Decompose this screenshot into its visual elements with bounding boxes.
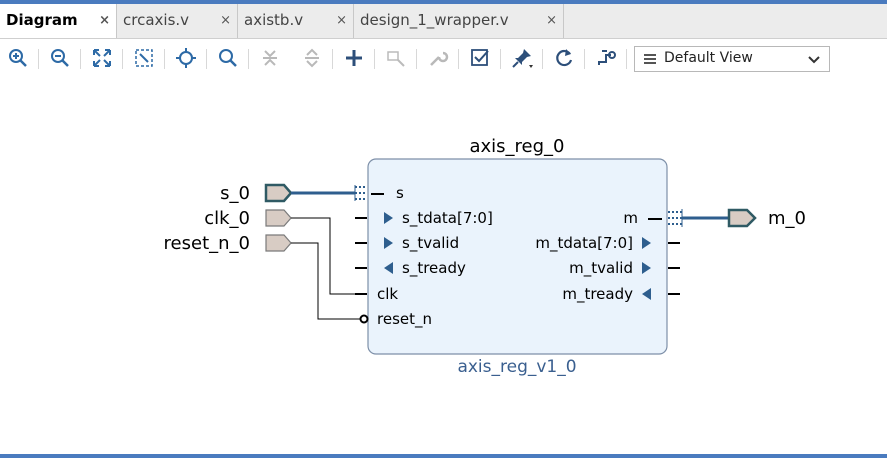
toolbar-separator: [164, 49, 165, 69]
pin-label-s-tdata: s_tdata[7:0]: [402, 209, 493, 228]
window-top-border: [0, 0, 887, 4]
toolbar-separator: [416, 49, 417, 69]
output-arrow-icon: [642, 262, 651, 274]
toolbar-separator: [332, 49, 333, 69]
external-port-m-0[interactable]: [727, 208, 757, 228]
toolbar-separator: [542, 49, 543, 69]
port-label-reset-n-0: reset_n_0: [164, 233, 250, 254]
tab-label: axistb.v: [244, 11, 304, 29]
active-low-bubble: [359, 314, 369, 324]
pin-label-reset-n: reset_n: [377, 310, 432, 329]
close-icon[interactable]: ×: [99, 13, 110, 28]
tab-label: Diagram: [6, 11, 78, 29]
chevron-down-icon: [808, 56, 820, 64]
external-port-s-0[interactable]: [264, 183, 293, 203]
search-icon[interactable]: [216, 46, 240, 70]
bus-interface-connector-m[interactable]: [668, 209, 683, 227]
make-external-icon: [384, 46, 408, 70]
toolbar-separator: [122, 49, 123, 69]
collapse-icon: [258, 46, 282, 70]
toolbar-separator: [80, 49, 81, 69]
pin-label-m: m: [623, 209, 638, 227]
tab-label: crcaxis.v: [123, 11, 190, 29]
port-label-m-0: m_0: [768, 208, 806, 229]
view-select[interactable]: Default View: [634, 46, 830, 72]
optimize-routing-icon[interactable]: [594, 46, 618, 70]
tab-design-1-wrapper[interactable]: design_1_wrapper.v ×: [354, 4, 564, 38]
toolbar-separator: [374, 49, 375, 69]
port-label-s-0: s_0: [220, 183, 250, 204]
tab-label: design_1_wrapper.v: [360, 11, 509, 29]
tab-axistb[interactable]: axistb.v ×: [238, 4, 354, 38]
port-label-clk-0: clk_0: [204, 208, 250, 229]
pin-label-m-tvalid: m_tvalid: [569, 259, 633, 278]
close-icon[interactable]: ×: [546, 13, 557, 28]
toolbar-separator: [584, 49, 585, 69]
block-type-label: axis_reg_v1_0: [457, 357, 576, 377]
close-icon[interactable]: ×: [220, 13, 231, 28]
zoom-fit-icon[interactable]: [90, 46, 114, 70]
editor-tab-bar: Diagram × crcaxis.v × axistb.v × design_…: [0, 4, 887, 39]
toolbar-separator: [248, 49, 249, 69]
fit-selection-icon[interactable]: [132, 46, 156, 70]
wire-clk[interactable]: [291, 217, 367, 295]
pin-label-s-tready: s_tready: [402, 259, 466, 278]
auto-connect-icon[interactable]: [174, 46, 198, 70]
toolbar-separator: [38, 49, 39, 69]
bus-interface-connector-s[interactable]: [354, 185, 367, 201]
output-arrow-icon: [642, 237, 651, 249]
window-bottom-border: [0, 454, 887, 458]
block-instance-name: axis_reg_0: [469, 136, 564, 157]
block-diagram-canvas[interactable]: axis_reg_0 axis_reg_v1_0 s_0 clk_0 reset…: [0, 80, 887, 452]
pin-label-m-tready: m_tready: [562, 285, 633, 304]
pin-label-s: s: [396, 184, 404, 202]
wire-reset-n[interactable]: [291, 242, 361, 320]
output-arrow-icon: [384, 262, 393, 274]
external-port-reset-n-0[interactable]: [265, 234, 292, 252]
external-port-clk-0[interactable]: [265, 209, 292, 227]
toolbar-separator: [206, 49, 207, 69]
input-arrow-icon: [642, 288, 651, 300]
expand-icon: [300, 46, 324, 70]
add-ip-icon[interactable]: [342, 46, 366, 70]
properties-icon: [426, 46, 450, 70]
pin-label-m-tdata: m_tdata[7:0]: [535, 234, 633, 253]
toolbar-separator: [626, 49, 627, 69]
toolbar-separator: [458, 49, 459, 69]
pin-label-s-tvalid: s_tvalid: [402, 234, 459, 253]
pin-icon[interactable]: [510, 46, 534, 70]
input-arrow-icon: [384, 237, 393, 249]
zoom-out-icon[interactable]: [48, 46, 72, 70]
regenerate-icon[interactable]: [552, 46, 576, 70]
toolbar-separator: [500, 49, 501, 69]
validate-icon[interactable]: [468, 46, 492, 70]
ip-block[interactable]: [367, 158, 668, 355]
input-arrow-icon: [384, 212, 393, 224]
close-icon[interactable]: ×: [336, 13, 347, 28]
list-icon: [644, 54, 656, 64]
zoom-in-icon[interactable]: [6, 46, 30, 70]
tab-diagram[interactable]: Diagram ×: [0, 4, 117, 38]
tab-crcaxis[interactable]: crcaxis.v ×: [117, 4, 238, 38]
view-select-value: Default View: [664, 50, 753, 66]
pin-label-clk: clk: [377, 285, 398, 303]
